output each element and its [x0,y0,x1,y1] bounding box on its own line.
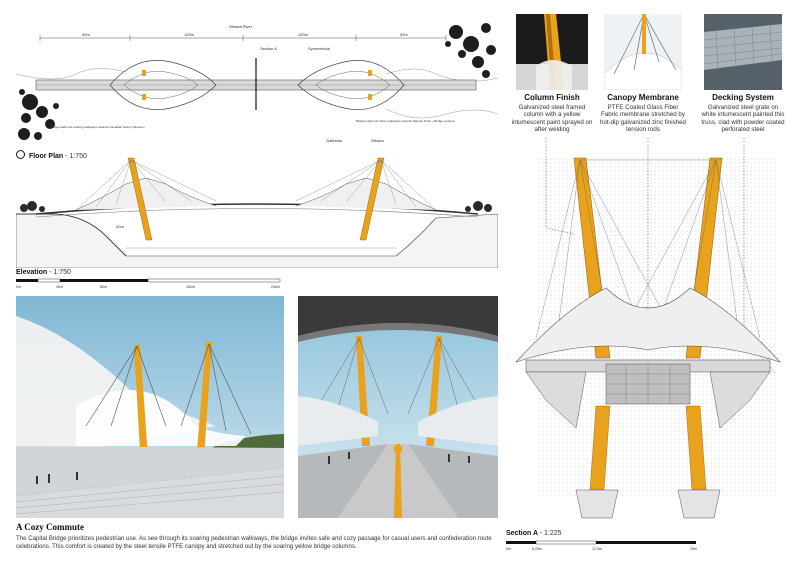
elevation-tick-1: 40m [56,285,63,289]
plan-vegetation-right [445,23,496,78]
plan-label-gatineau: Gatineau [326,138,342,143]
elevation-tick-4: 240m [271,285,280,289]
floor-plan-scale: - 1:750 [65,153,87,160]
detail-text-decking: Galvanized steel grate on white intumesc… [701,104,785,134]
render-side-view [16,296,284,518]
elevation-terrain [16,213,498,268]
detail-text-column: Galvanized steel framed column with a ye… [511,104,593,134]
section-scale: - 1:225 [539,530,562,537]
floor-plan-title-row: Floor Plan - 1:750 [16,150,87,160]
plan-dim-1: 90m [82,32,90,37]
detail-title-column: Column Finish [524,93,580,102]
elevation-tick-3: 160m [186,285,195,289]
section-tick-0: 0m [506,547,511,551]
plan-section-label: Section A [260,46,277,51]
elevation-scalebar: 0m 40m 80m 160m 240m [16,278,281,289]
section-a-drawing [514,138,782,519]
section-scalebar: 0m 6.25m 12.5m 25m [506,540,697,551]
elevation-title: Elevation [16,269,48,276]
detail-text-membrane: PTFE Coated Glass Fiber Fabric membrane … [600,104,686,134]
section-tick-2: 12.5m [592,547,602,551]
elevation-drawing: 40m [16,157,498,268]
section-canopy [514,287,782,363]
elevation-tick-0: 0m [16,285,21,289]
compass-icon [16,150,25,159]
plan-left-note: Bridge leads into existing walkways towa… [50,125,145,129]
section-title: Section A [506,530,538,537]
elevation-tick-2: 80m [100,285,107,289]
floor-plan-drawing: 90m 120m 120m 90m Ottawa River Section A… [16,23,498,143]
elevation-title-row: Elevation - 1:750 [16,269,71,276]
caption-title: A Cozy Commute [16,522,84,532]
plan-vegetation-left [18,89,59,140]
elevation-scale: - 1:750 [49,269,71,276]
detail-image-column [516,14,588,90]
section-tick-3: 25m [690,547,697,551]
elevation-pylon-right [359,157,385,241]
floor-plan-title: Floor Plan [28,153,64,160]
section-title-row: Section A - 1:225 [506,530,562,537]
detail-title-membrane: Canopy Membrane [607,93,679,102]
elevation-trees [20,201,492,212]
elevation-depth-label: 40m [116,224,124,229]
detail-image-membrane [604,14,682,90]
plan-dim-4: 90m [400,32,408,37]
elevation-pylon-left [127,157,153,241]
plan-dimension-line: 90m 120m 120m 90m Ottawa River [39,24,447,41]
caption-body: The Capital Bridge prioritizes pedestria… [16,535,492,550]
render-deck-view [298,296,498,518]
detail-image-decking [704,14,782,90]
plan-bridge-deck: Section A Symmetrical [35,46,477,110]
plan-river-label: Ottawa River [229,24,253,29]
plan-dim-3: 120m [298,32,309,37]
plan-center-label: Symmetrical [308,46,330,51]
plan-dim-2: 120m [184,32,195,37]
plan-label-ottawa: Ottawa [371,138,384,143]
plan-right-note: Bridge leads into future walkways toward… [356,119,455,123]
detail-title-decking: Decking System [712,93,774,102]
section-tick-1: 6.25m [532,547,542,551]
